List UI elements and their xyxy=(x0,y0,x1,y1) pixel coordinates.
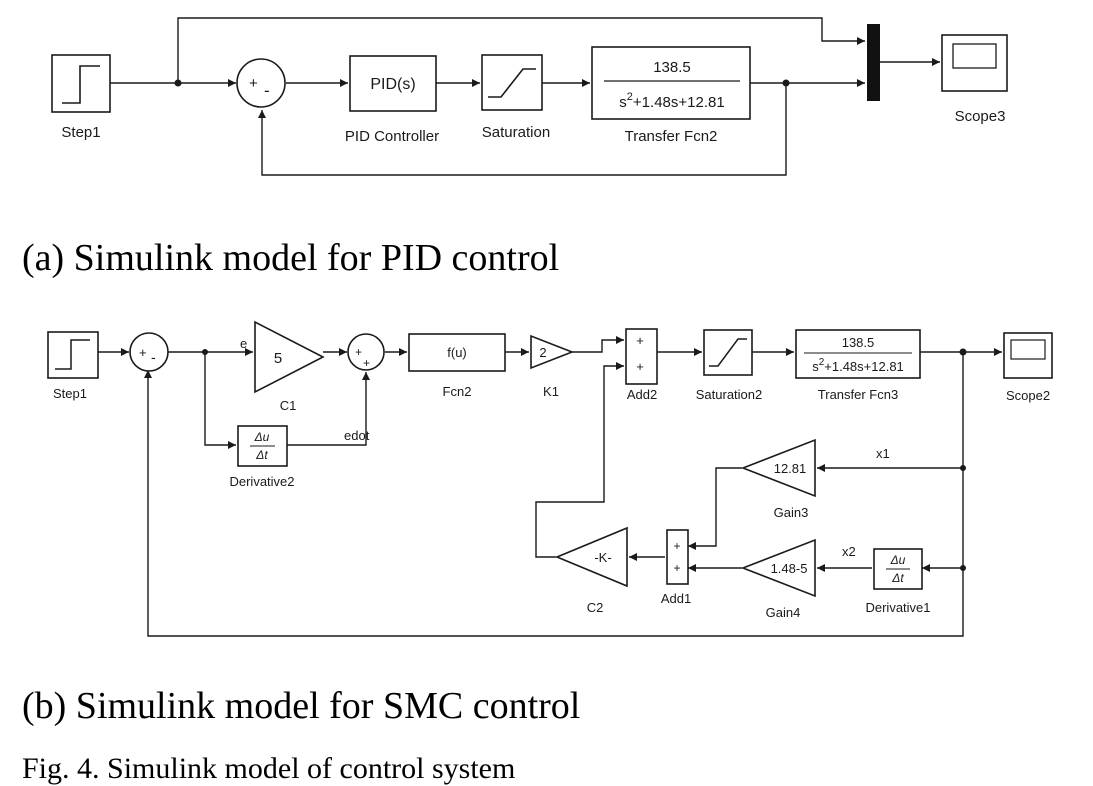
scope-block[interactable] xyxy=(1003,332,1053,379)
gain3-label: Gain3 xyxy=(774,505,809,520)
scope-label: Scope3 xyxy=(955,108,1006,125)
k1-label: K1 xyxy=(543,384,559,399)
c1-gain-block[interactable]: 5 xyxy=(254,320,325,394)
sum2-sign-plus: + xyxy=(355,345,362,359)
tf-label: Transfer Fcn2 xyxy=(625,128,718,145)
derivative1-label: Derivative1 xyxy=(865,600,930,615)
k1-value: 2 xyxy=(539,345,546,360)
fcn2-label: Fcn2 xyxy=(443,384,472,399)
wire-edot xyxy=(287,372,370,446)
c1-label: C1 xyxy=(280,398,297,413)
add2-sign-plus: + xyxy=(636,333,644,348)
k1-gain-block[interactable]: 2 xyxy=(530,334,575,370)
caption-smc: (b) Simulink model for SMC control xyxy=(22,685,581,727)
wire-reference-to-mux xyxy=(177,17,865,83)
transfer-function-block[interactable]: 138.5 s2+1.48s+12.81 xyxy=(795,329,921,379)
signal-x1-label: x1 xyxy=(876,446,890,461)
saturation-block[interactable] xyxy=(481,54,543,111)
derivative2-label: Derivative2 xyxy=(229,474,294,489)
scope-block[interactable] xyxy=(941,34,1008,92)
gain4-value: 1.48-5 xyxy=(771,561,808,576)
sum2-block[interactable]: + + xyxy=(347,333,385,371)
wire-c2-to-add2 xyxy=(535,362,624,558)
signal-x2-label: x2 xyxy=(842,544,856,559)
sum2-sign-plus: + xyxy=(363,356,370,370)
pid-controller-block[interactable]: PID(s) xyxy=(349,55,437,112)
step-block[interactable] xyxy=(47,331,99,379)
add1-block[interactable]: + + xyxy=(666,529,689,585)
c2-value: -K- xyxy=(594,550,611,565)
step-block[interactable] xyxy=(51,54,111,113)
wire-gain3-to-add1 xyxy=(688,467,742,550)
wire-e-to-derivative2 xyxy=(204,352,236,449)
gain3-block[interactable]: 12.81 xyxy=(740,438,816,498)
smc-model: Step1 + - e 5 C1 + + Δu Δt Derivative2 e… xyxy=(47,320,1053,637)
c1-value: 5 xyxy=(274,350,282,367)
derivative2-numerator: Δu xyxy=(254,430,270,444)
sum1-block[interactable]: + - xyxy=(129,332,169,372)
derivative1-numerator: Δu xyxy=(890,553,906,567)
figure-caption: Fig. 4. Simulink model of control system xyxy=(22,752,516,785)
derivative1-block[interactable]: Δu Δt xyxy=(873,548,923,590)
add2-sign-plus: + xyxy=(636,359,644,374)
signal-edot-label: edot xyxy=(344,428,370,443)
sum-sign-plus: + xyxy=(249,75,258,92)
c2-gain-block[interactable]: -K- xyxy=(554,526,628,588)
tf-label: Transfer Fcn3 xyxy=(818,387,898,402)
caption-pid: (a) Simulink model for PID control xyxy=(22,237,560,279)
add1-sign-plus: + xyxy=(673,561,680,575)
wire-k1-to-add2 xyxy=(572,336,624,353)
step-label: Step1 xyxy=(53,386,87,401)
saturation-label: Saturation xyxy=(482,124,550,141)
gain4-block[interactable]: 1.48-5 xyxy=(740,538,816,598)
tf-numerator: 138.5 xyxy=(842,335,875,350)
tf-denominator: s2+1.48s+12.81 xyxy=(619,91,724,111)
wire-feedback xyxy=(258,83,787,176)
sum-sign-minus: - xyxy=(264,81,270,100)
derivative2-denominator: Δt xyxy=(255,448,268,462)
sum1-sign-minus: - xyxy=(151,349,156,365)
step-label: Step1 xyxy=(61,124,100,141)
add1-sign-plus: + xyxy=(673,539,680,553)
fcn2-block[interactable]: f(u) xyxy=(408,333,506,372)
signal-e-label: e xyxy=(240,336,247,351)
transfer-function-block[interactable]: 138.5 s2+1.48s+12.81 xyxy=(591,46,751,120)
sum-block[interactable]: + - xyxy=(236,58,286,108)
mux-block[interactable] xyxy=(867,24,880,101)
add2-label: Add2 xyxy=(627,387,657,402)
gain4-label: Gain4 xyxy=(766,605,801,620)
add2-block[interactable]: + + xyxy=(625,328,658,385)
wire-feedback xyxy=(144,352,964,637)
gain3-value: 12.81 xyxy=(774,461,807,476)
saturation2-block[interactable] xyxy=(703,329,753,376)
c2-label: C2 xyxy=(587,600,604,615)
pid-text: PID(s) xyxy=(370,76,415,93)
add1-label: Add1 xyxy=(661,591,691,606)
pid-controller-label: PID Controller xyxy=(345,128,439,145)
tf-numerator: 138.5 xyxy=(653,59,691,76)
fcn2-text: f(u) xyxy=(447,345,467,360)
sum1-sign-plus: + xyxy=(139,345,147,360)
derivative1-denominator: Δt xyxy=(891,571,904,585)
saturation2-label: Saturation2 xyxy=(696,387,763,402)
pid-model: Step1 + - PID(s) PID Controller Saturati… xyxy=(51,17,1008,176)
tf-denominator: s2+1.48s+12.81 xyxy=(812,357,904,374)
derivative2-block[interactable]: Δu Δt xyxy=(237,425,288,467)
scope-label: Scope2 xyxy=(1006,388,1050,403)
